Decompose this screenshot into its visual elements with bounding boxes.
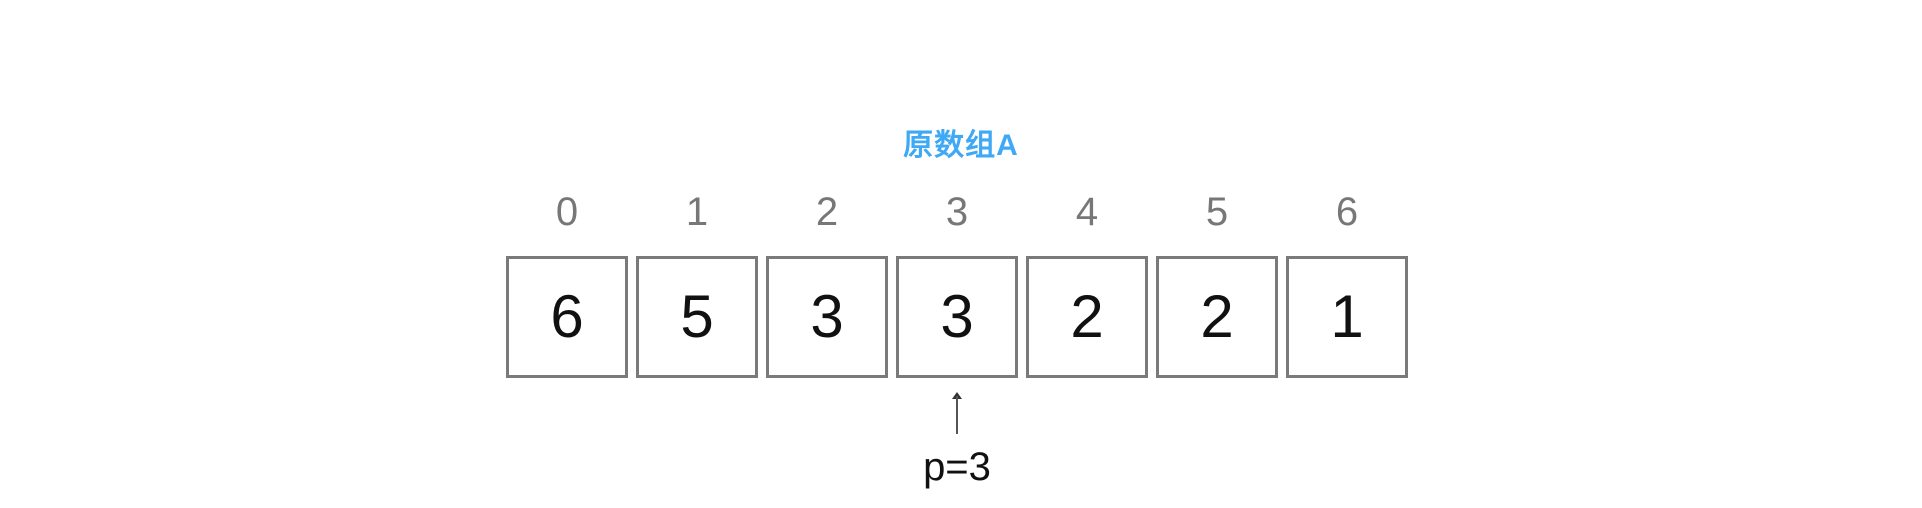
cell-index: 2 [815,190,839,234]
cell-value-box: 3 [896,256,1018,378]
pointer-marker: p=3 [0,392,1922,492]
cell-index: 3 [945,190,969,234]
cell-value-box: 5 [636,256,758,378]
cell-value-box: 2 [1026,256,1148,378]
array-title: 原数组A [903,129,1019,162]
cell-value-box: 2 [1156,256,1278,378]
up-arrow-icon [952,392,962,434]
cell-index: 1 [685,190,709,234]
cell-index: 5 [1205,190,1229,234]
cell-index: 6 [1335,190,1359,234]
arrow-shaft [956,396,958,434]
pointer-label: p=3 [923,445,991,489]
cell-value-box: 1 [1286,256,1408,378]
arrow-head [952,392,962,399]
array-diagram: 0 6 1 5 2 3 3 3 4 2 5 2 6 1 [506,190,1408,380]
cell-index: 4 [1075,190,1099,234]
cell-value-box: 3 [766,256,888,378]
cell-value-box: 6 [506,256,628,378]
cell-index: 0 [555,190,579,234]
